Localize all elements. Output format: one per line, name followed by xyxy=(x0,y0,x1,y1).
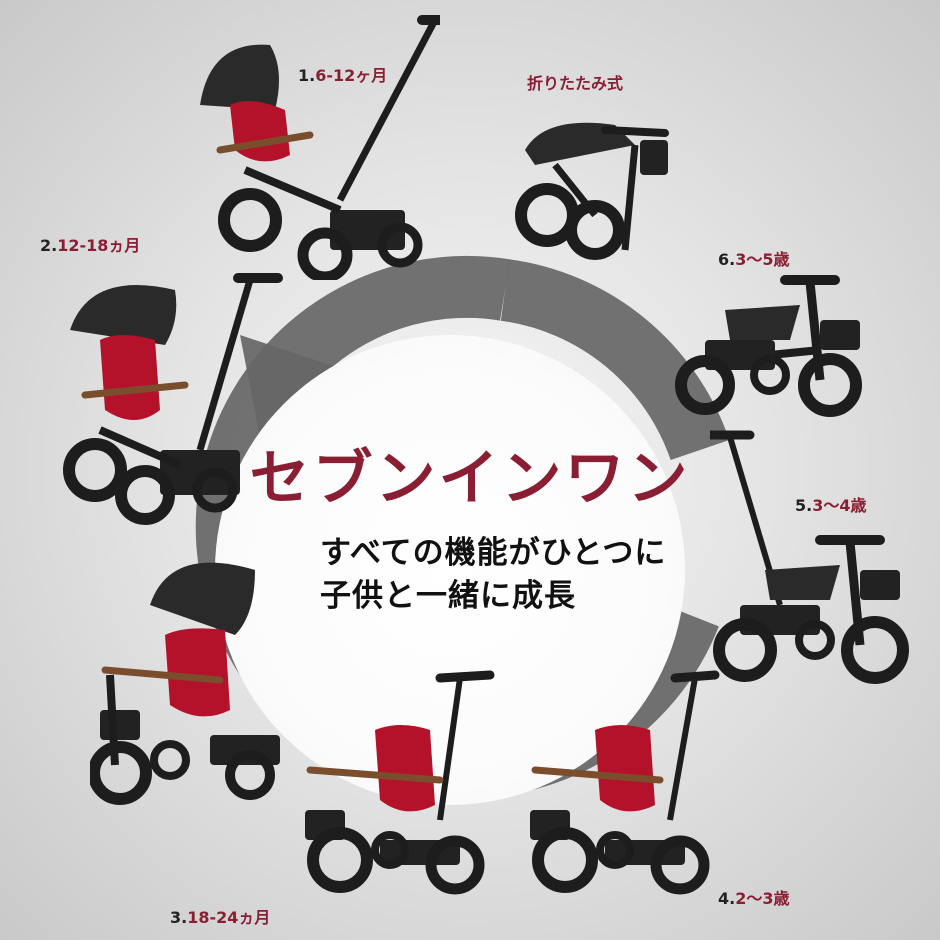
tricycle-stage-3-image xyxy=(305,670,495,895)
tricycle-canopy-lower-left-image xyxy=(90,562,280,805)
subtitle-line-1: すべての機能がひとつに xyxy=(320,535,667,571)
stage-label-5: 5.3〜4歳 xyxy=(795,496,867,515)
headline: セブンインワン xyxy=(249,444,691,514)
tricycle-stage-2-image xyxy=(63,273,283,525)
tricycle-stage-1-image xyxy=(200,15,440,280)
stage-label-2: 2.12-18ヵ月 xyxy=(40,236,141,255)
subtitle-line-2: 子供と一緒に成長 xyxy=(320,578,576,614)
stage-label-3: 3.18-24ヵ月 xyxy=(170,908,271,927)
fold-label: 折りたたみ式 xyxy=(527,74,624,93)
tricycle-stage-6-image xyxy=(675,275,862,417)
tricycle-stage-5-image xyxy=(710,430,909,684)
stage-label-6: 6.3〜5歳 xyxy=(718,250,790,269)
stage-label-1: 1.6-12ヶ月 xyxy=(298,66,388,85)
tricycle-stage-4-image xyxy=(530,670,720,895)
tricycle-folded-image xyxy=(515,122,669,260)
stage-label-4: 4.2〜3歳 xyxy=(718,889,790,908)
